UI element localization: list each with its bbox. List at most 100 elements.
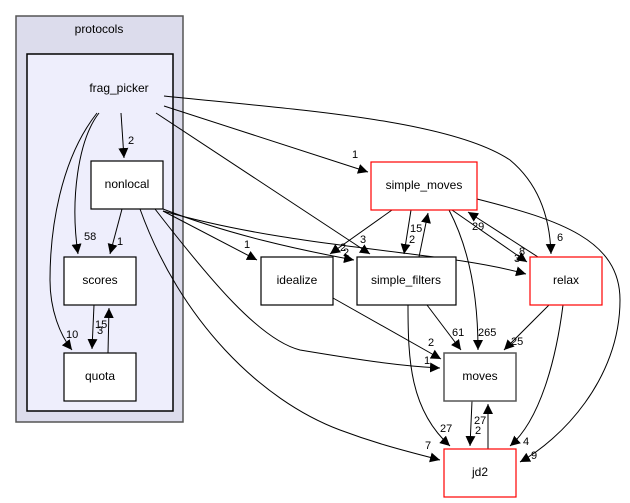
- edge-line: [509, 304, 564, 447]
- node-jd2-label: jd2: [471, 465, 488, 479]
- edge-line: [162, 210, 527, 277]
- edge-label: 2: [409, 234, 415, 246]
- node-scores-label: scores: [82, 273, 117, 287]
- edge-nonlocal-to-moves: 1: [154, 208, 441, 373]
- edge-label: 25: [511, 336, 523, 348]
- node-moves-label: moves: [462, 369, 497, 383]
- edge-label: 27: [474, 415, 486, 427]
- edge-label: 1: [244, 239, 250, 251]
- edge-nonlocal-to-jd2: 7: [139, 208, 441, 463]
- node-quota-label: quota: [85, 369, 115, 383]
- edge-label: 2: [343, 247, 349, 259]
- edge-line: [71, 112, 100, 255]
- edge-label: 9: [531, 450, 537, 462]
- edge-label: 6: [557, 232, 563, 244]
- edge-simple-moves-to-idealize: 2: [329, 209, 393, 255]
- edge-line: [448, 209, 483, 351]
- edge-relax-to-jd2: 4: [509, 304, 564, 448]
- edge-label: 10: [66, 329, 78, 341]
- node-nonlocal[interactable]: nonlocal: [90, 160, 164, 210]
- edge-line: [139, 208, 441, 463]
- edge-relax-to-simple-moves: 29: [467, 211, 539, 258]
- edge-label: 7: [425, 440, 431, 452]
- edge-simple-moves-to-simple-filters: 2: [400, 209, 415, 255]
- cluster-protocols-label: protocols: [75, 22, 124, 36]
- edge-moves-to-jd2: 2: [465, 400, 481, 447]
- edge-simple-moves-to-jd2: 9: [476, 198, 621, 463]
- node-idealize-label: idealize: [277, 273, 318, 287]
- edge-simple-moves-to-moves: 265: [448, 209, 496, 351]
- edge-nonlocal-to-simple-filters: 2: [162, 208, 355, 264]
- edge-line: [476, 198, 621, 463]
- edge-line: [426, 304, 462, 351]
- edge-line: [163, 105, 369, 174]
- node-frag-picker-label: frag_picker: [89, 81, 148, 95]
- node-simple-moves[interactable]: simple_moves: [370, 161, 478, 211]
- edge-line: [332, 297, 442, 360]
- edge-label: 29: [472, 221, 484, 233]
- edge-line: [465, 400, 476, 447]
- edge-line: [87, 304, 98, 350]
- edge-line: [103, 307, 114, 354]
- edge-idealize-to-moves: 2: [332, 297, 442, 360]
- node-moves[interactable]: moves: [443, 352, 517, 402]
- node-idealize[interactable]: idealize: [260, 256, 334, 306]
- edge-line: [49, 112, 98, 351]
- edge-scores-to-quota: 3: [87, 304, 103, 350]
- edge-line: [503, 304, 550, 351]
- edge-label: 61: [452, 327, 464, 339]
- edge-line: [107, 208, 123, 255]
- edge-label: 4: [523, 436, 529, 448]
- edge-label: 2: [428, 337, 434, 349]
- edge-frag-picker-to-scores: 58: [71, 112, 100, 255]
- edge-quota-to-scores: 15: [95, 307, 114, 354]
- edge-line: [162, 208, 355, 264]
- edge-frag-picker-to-quota: 10: [49, 112, 98, 351]
- edge-line: [163, 95, 556, 255]
- edge-simple-filters-to-jd2: 27: [407, 304, 452, 447]
- node-nonlocal-label: nonlocal: [105, 177, 150, 191]
- node-relax-label: relax: [553, 273, 579, 287]
- node-jd2[interactable]: jd2: [443, 448, 517, 498]
- edge-label: 3: [97, 325, 103, 337]
- edge-label: 15: [410, 223, 422, 235]
- node-simple-filters-label: simple_filters: [371, 273, 441, 287]
- edge-line: [400, 209, 412, 255]
- edge-jd2-to-moves: 27: [474, 404, 493, 449]
- edge-label: 265: [478, 327, 496, 339]
- edge-line: [407, 304, 451, 447]
- edge-label: 2: [475, 425, 481, 437]
- edge-nonlocal-to-idealize: 1: [162, 210, 258, 261]
- edge-label: 27: [440, 423, 452, 435]
- edge-label: 3: [360, 234, 366, 246]
- edge-relax-to-moves: 25: [503, 304, 550, 351]
- node-quota[interactable]: quota: [63, 352, 137, 402]
- node-simple-moves-label: simple_moves: [386, 178, 463, 192]
- edge-simple-moves-to-relax: 8: [451, 209, 528, 263]
- edge-label: 2: [340, 242, 346, 254]
- edge-simple-filters-to-simple-moves: 15: [410, 212, 431, 258]
- edge-label: 58: [84, 231, 96, 243]
- edge-line: [155, 112, 371, 255]
- edge-line: [418, 212, 431, 258]
- edge-line: [154, 208, 441, 373]
- edge-line: [451, 209, 528, 263]
- node-relax[interactable]: relax: [529, 256, 603, 306]
- edge-frag-picker-to-simple-moves: 1: [163, 105, 369, 174]
- edge-nonlocal-to-scores: 1: [107, 208, 123, 255]
- edge-line: [162, 210, 258, 261]
- edge-frag-picker-to-simple-filters: 3: [155, 112, 371, 255]
- edge-line: [118, 112, 129, 159]
- edge-label: 8: [519, 246, 525, 258]
- edge-frag-picker-to-relax: 6: [163, 95, 563, 255]
- node-simple-filters[interactable]: simple_filters: [356, 256, 457, 306]
- edge-label: 15: [95, 319, 107, 331]
- edge-simple-filters-to-moves: 61: [426, 304, 464, 351]
- cluster-frag-picker[interactable]: frag_picker: [26, 53, 174, 412]
- edge-line: [329, 209, 393, 255]
- edge-label: 1: [117, 236, 123, 248]
- edge-frag-picker-to-nonlocal: 2: [118, 112, 134, 159]
- node-scores[interactable]: scores: [63, 256, 137, 306]
